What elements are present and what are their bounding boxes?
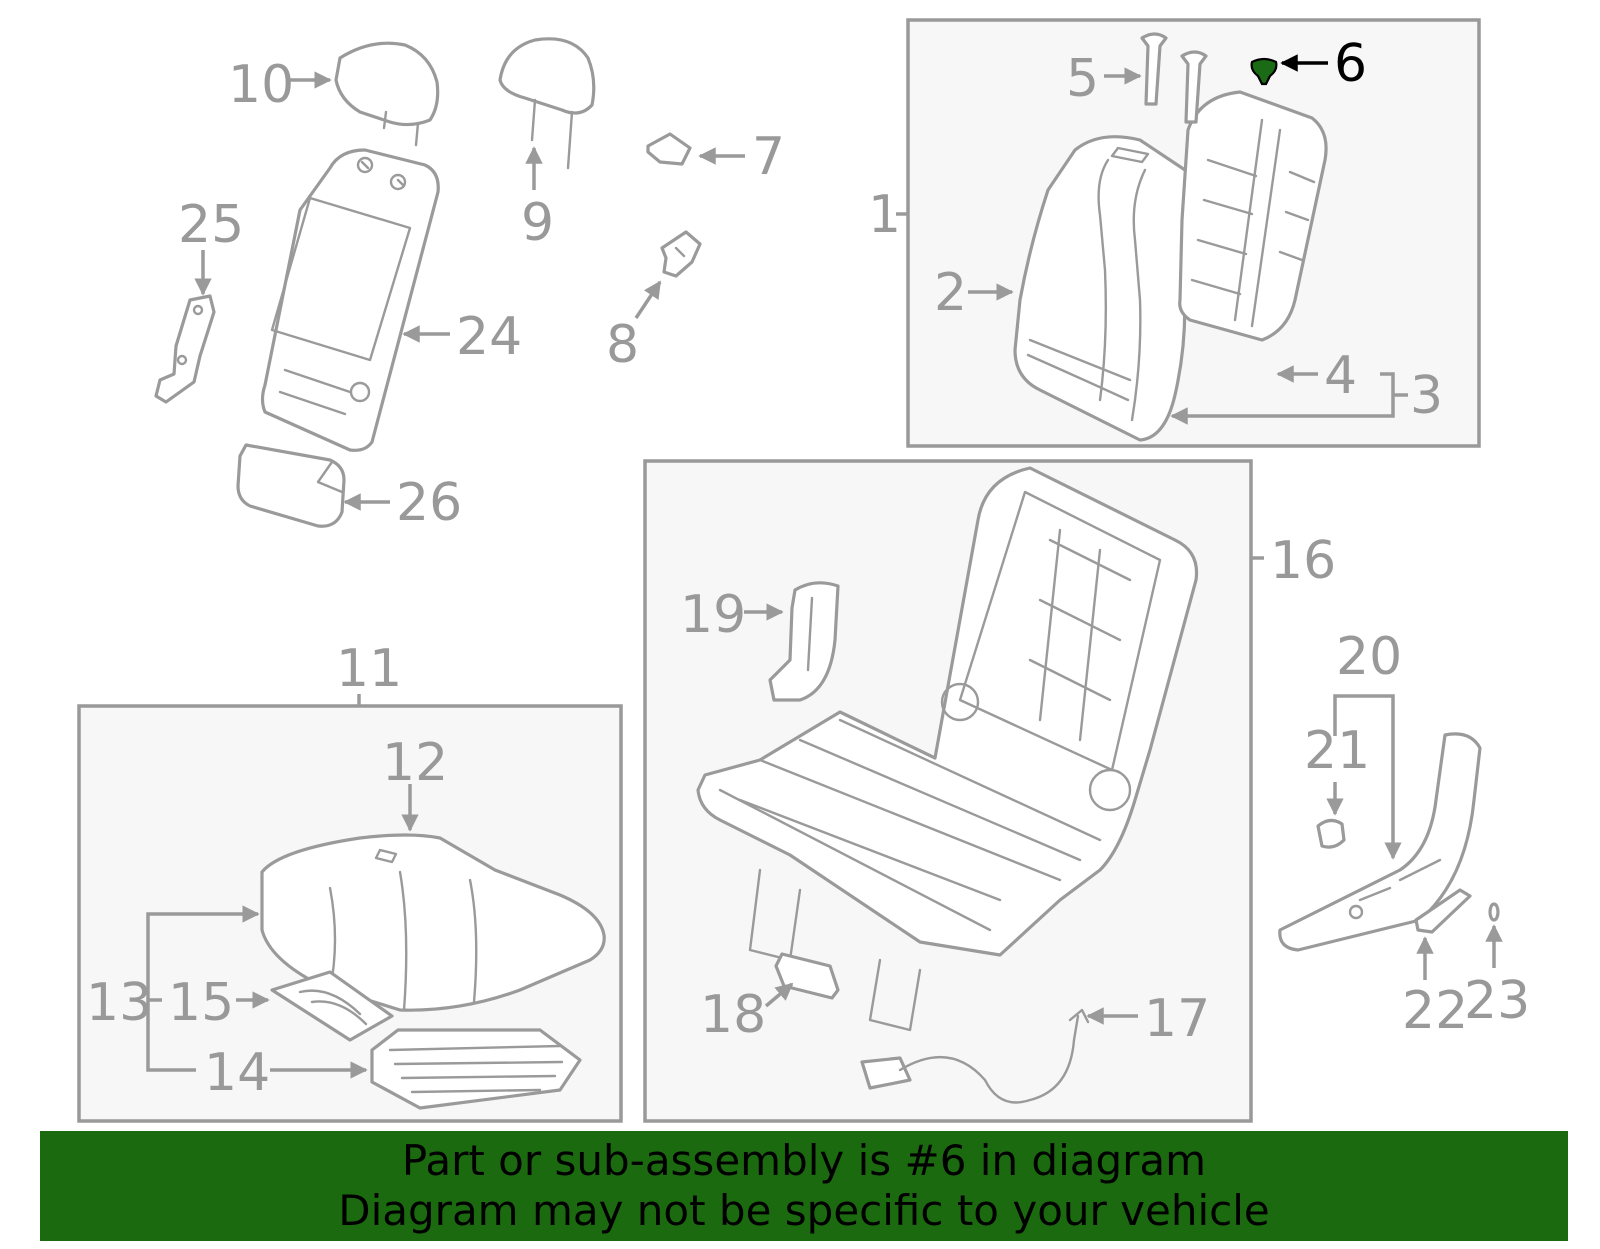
part-4-seatback-pad[interactable] [1178, 90, 1328, 342]
part-24-seatback-frame[interactable] [260, 148, 440, 452]
part-23-clip[interactable] [1488, 902, 1500, 922]
callout-4: 4 [1324, 346, 1357, 406]
callout-10: 10 [228, 55, 294, 115]
part-7-clip[interactable] [646, 132, 692, 166]
part-26-armrest[interactable] [236, 443, 346, 528]
part-17-wire-harness[interactable] [860, 1008, 1090, 1104]
callout-19: 19 [680, 585, 746, 645]
part-15-heater-pad[interactable] [270, 970, 394, 1042]
part-16-seat-frame[interactable] [696, 466, 1199, 1032]
banner-line-1: Part or sub-assembly is #6 in diagram [401, 1136, 1207, 1185]
info-banner: Part or sub-assembly is #6 in diagram Di… [40, 1131, 1568, 1241]
banner-line-2: Diagram may not be specific to your vehi… [338, 1186, 1270, 1235]
callout-6: 6 [1334, 34, 1367, 94]
callout-7: 7 [752, 127, 785, 187]
leader-lines [146, 54, 1503, 1079]
callout-22: 22 [1402, 981, 1468, 1041]
part-9-headrest[interactable] [498, 37, 596, 170]
part-5-pins[interactable] [1140, 32, 1208, 124]
part-21-knob[interactable] [1316, 818, 1346, 849]
callout-23: 23 [1464, 971, 1530, 1031]
part-6-clip-highlighted[interactable] [1250, 57, 1278, 86]
part-25-side-bracket[interactable] [154, 294, 216, 404]
part-10-headrest[interactable] [334, 41, 440, 147]
callout-15: 15 [168, 973, 234, 1033]
callout-20: 20 [1336, 627, 1402, 687]
callout-25: 25 [178, 195, 244, 255]
callout-5: 5 [1066, 49, 1099, 109]
part-14-sensor-mat[interactable] [370, 1028, 582, 1110]
part-22-trim[interactable] [1414, 888, 1472, 934]
callout-2: 2 [934, 263, 967, 323]
callout-labels: 1 2 3 4 5 6 7 8 9 10 11 12 13 14 15 16 1… [86, 34, 1530, 1103]
part-19-hinge-cover[interactable] [768, 581, 840, 702]
callout-14: 14 [204, 1043, 270, 1103]
callout-13: 13 [86, 973, 152, 1033]
callout-16: 16 [1270, 531, 1336, 591]
callout-8: 8 [606, 315, 639, 375]
callout-1: 1 [868, 185, 901, 245]
callout-26: 26 [396, 473, 462, 533]
callout-18: 18 [700, 985, 766, 1045]
callout-11: 11 [336, 639, 402, 699]
callout-9: 9 [521, 193, 554, 253]
callout-24: 24 [456, 307, 522, 367]
callout-21: 21 [1304, 721, 1370, 781]
callout-3: 3 [1410, 366, 1443, 426]
callout-12: 12 [382, 733, 448, 793]
part-8-bracket[interactable] [660, 230, 702, 278]
callout-17: 17 [1144, 989, 1210, 1049]
